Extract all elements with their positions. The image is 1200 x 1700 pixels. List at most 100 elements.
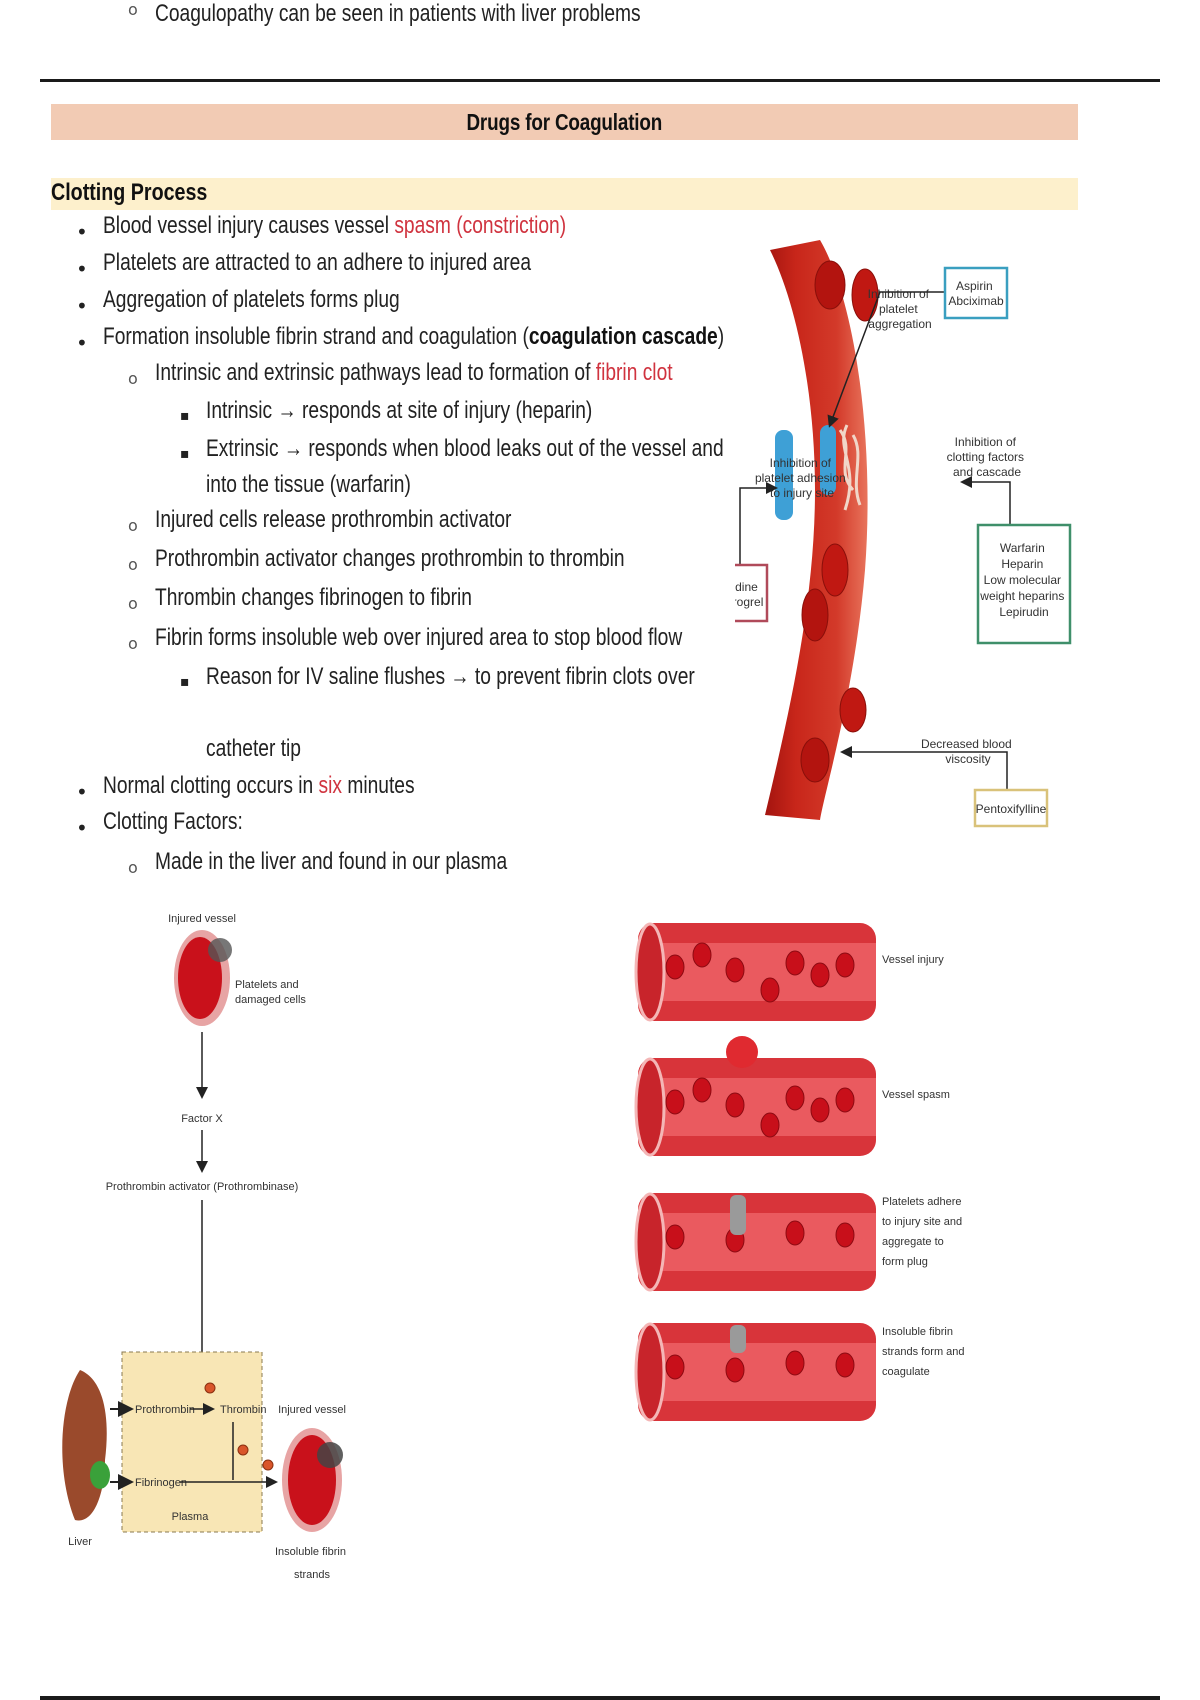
- document-title: Drugs for Coagulation: [466, 108, 663, 135]
- highlighted-term: spasm (constriction): [394, 212, 567, 239]
- bullet-item: Prothrombin activator changes prothrombi…: [155, 545, 625, 573]
- bullet-text: Normal clotting occurs in: [103, 772, 319, 799]
- label-plasma: Plasma: [172, 1511, 210, 1523]
- vessel-stage: Vessel injury: [634, 922, 944, 1022]
- bullet-item: Made in the liver and found in our plasm…: [155, 848, 507, 876]
- bullet-marker: o: [128, 555, 138, 574]
- bullet-item: Clotting Factors:: [103, 808, 243, 836]
- bullet-marker: •: [76, 331, 88, 355]
- coagulation-cascade-figure: Injured vessel Platelets and damaged cel…: [50, 900, 370, 1600]
- plasma-box: [121, 1351, 263, 1533]
- red-blood-cell: [821, 543, 849, 597]
- red-blood-cell: [835, 1087, 855, 1113]
- red-blood-cell: [810, 962, 830, 988]
- red-blood-cell: [785, 1220, 805, 1246]
- enzyme-icon: [262, 1459, 274, 1471]
- platelet-cluster: [775, 430, 793, 520]
- bullet-item: Extrinsic → responds when blood leaks ou…: [206, 435, 724, 463]
- red-blood-cell: [785, 950, 805, 976]
- bullet-text: Clotting Factors:: [103, 808, 243, 835]
- bullet-marker: •: [76, 294, 88, 318]
- bullet-marker: •: [76, 816, 88, 840]
- bullet-text: Intrinsic and extrinsic pathways lead to…: [155, 359, 596, 386]
- platelet-cluster: [820, 425, 836, 495]
- red-blood-cell: [665, 954, 685, 980]
- drug-box-aspirin-text: Aspirin Abciximab: [948, 279, 1004, 308]
- red-blood-cell: [665, 1354, 685, 1380]
- bullet-text: Made in the liver and found in our plasm…: [155, 848, 508, 875]
- bullet-item: Formation insoluble fibrin strand and co…: [103, 323, 724, 351]
- section-heading: Clotting Process: [51, 179, 208, 206]
- red-blood-cell: [801, 588, 829, 642]
- label-injured-vessel-bottom: Injured vessel: [278, 1404, 346, 1416]
- red-blood-cell: [665, 1089, 685, 1115]
- liver-icon: [62, 1370, 107, 1521]
- callout-viscosity: Decreased blood viscosity: [921, 737, 1015, 766]
- bullet-text: Intrinsic → responds at site of injury (…: [206, 397, 593, 424]
- bullet-item: Blood vessel injury causes vessel spasm …: [103, 212, 566, 240]
- red-blood-cell: [835, 1222, 855, 1248]
- callout-adhesion: Inhibition of platelet adhesion to injur…: [755, 456, 849, 500]
- bullet-marker: o: [128, 516, 138, 535]
- drug-targets-svg: Inhibition of platelet aggregation Aspir…: [735, 240, 1072, 828]
- fibrin-strands: [838, 424, 862, 511]
- bullet-item: Thrombin changes fibrinogen to fibrin: [155, 584, 472, 612]
- bullet-marker: o: [128, 369, 138, 388]
- label-factor-x: Factor X: [181, 1113, 223, 1125]
- bullet-marker: •: [76, 257, 88, 281]
- bullet-marker: •: [76, 220, 88, 244]
- fibrin-clot-icon: [317, 1442, 343, 1468]
- stage-label: Vessel spasm: [882, 1089, 950, 1101]
- red-blood-cell: [760, 1112, 780, 1138]
- bullet-text: Blood vessel injury causes vessel: [103, 212, 395, 239]
- label-prothrombin: Prothrombin: [135, 1404, 195, 1416]
- cascade-svg: Injured vessel Platelets and damaged cel…: [62, 913, 346, 1581]
- document-title-bar: Drugs for Coagulation: [51, 104, 1078, 140]
- drug-box-ticlopidine: [735, 563, 769, 623]
- callout-clotting: Inhibition of clotting factors and casca…: [947, 435, 1028, 479]
- drug-box-pentoxifylline-text: Pentoxifylline: [976, 802, 1047, 816]
- label-fibrinogen: Fibrinogen: [135, 1477, 187, 1489]
- arrow-clotting: [960, 476, 1011, 525]
- bottom-rule: [40, 1696, 1160, 1700]
- red-blood-cell: [839, 687, 867, 733]
- stage-label: Vessel injury: [882, 954, 944, 966]
- red-blood-cell: [835, 1352, 855, 1378]
- bullet-marker: o: [128, 0, 138, 19]
- bullet-item: Fibrin forms insoluble web over injured …: [155, 624, 682, 652]
- highlighted-term: fibrin clot: [595, 359, 673, 386]
- bullet-item: Intrinsic and extrinsic pathways lead to…: [155, 359, 673, 387]
- bullet-text: Platelets are attracted to an adhere to …: [103, 249, 532, 276]
- platelet-plug: [730, 1325, 746, 1353]
- callout-aggregation: Inhibition of platelet aggregation: [868, 287, 933, 331]
- enzyme-icon: [204, 1382, 216, 1394]
- red-blood-cell: [665, 1224, 685, 1250]
- red-blood-cell: [725, 957, 745, 983]
- red-blood-cell: [800, 737, 830, 783]
- red-blood-cell: [725, 1092, 745, 1118]
- bullet-item: Aggregation of platelets forms plug: [103, 286, 400, 314]
- bullet-marker: •: [76, 780, 88, 804]
- bullet-item: Coagulopathy can be seen in patients wit…: [155, 0, 641, 28]
- bullet-item-continuation: into the tissue (warfarin): [206, 471, 411, 498]
- bullet-text: Extrinsic → responds when blood leaks ou…: [206, 435, 724, 462]
- platelet-plug: [730, 1195, 746, 1235]
- label-prothrombin-activator: Prothrombin activator (Prothrombinase): [106, 1181, 299, 1193]
- label-injured-vessel-top: Injured vessel: [168, 913, 236, 925]
- enzyme-icon: [237, 1444, 249, 1456]
- drug-box-ticlopidine-text: Ticlopidine Clopidrogrel: [735, 580, 763, 609]
- bullet-text: Aggregation of platelets forms plug: [103, 286, 400, 313]
- red-blood-cell: [851, 268, 879, 322]
- bold-term: coagulation cascade: [528, 323, 718, 350]
- top-rule: [40, 79, 1160, 82]
- bullet-text: Coagulopathy can be seen in patients wit…: [155, 0, 641, 27]
- arrow-viscosity: [840, 746, 1008, 790]
- blood-vessel: [765, 240, 868, 820]
- bullet-marker: ▪: [180, 446, 190, 462]
- bullet-item-continuation: catheter tip: [206, 735, 301, 762]
- vessel-stage: Vessel spasm: [634, 1036, 950, 1157]
